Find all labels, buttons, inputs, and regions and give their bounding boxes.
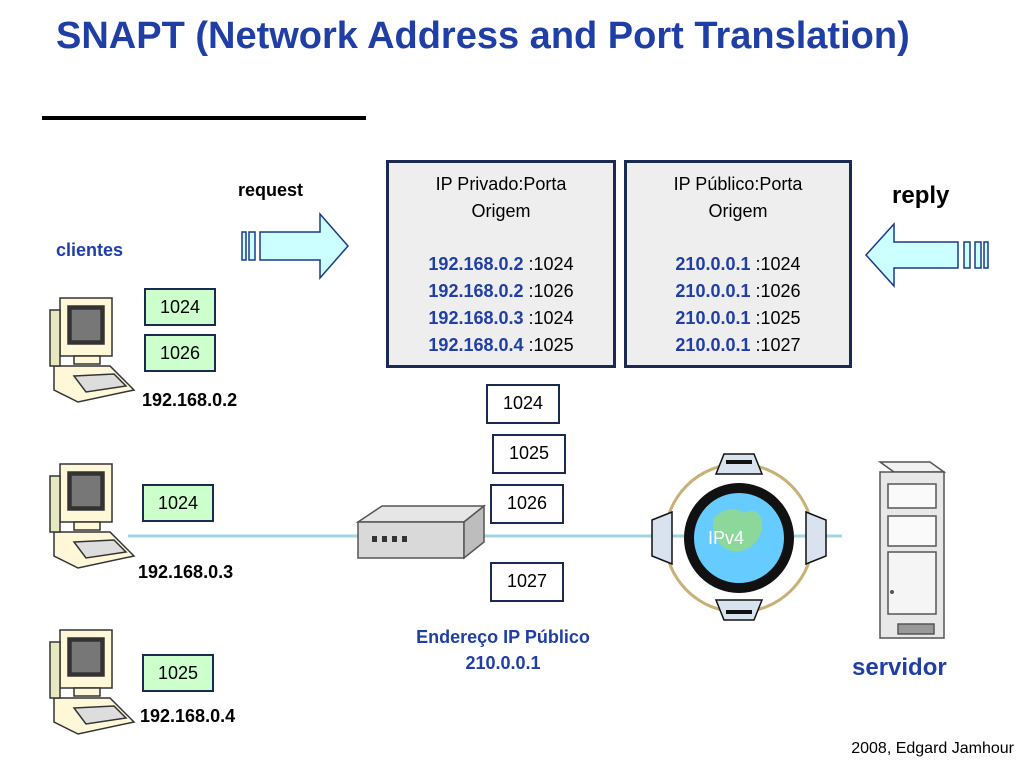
server-icon — [877, 461, 947, 639]
client-port-box: 1024 — [142, 484, 214, 522]
clients-label: clientes — [56, 240, 124, 260]
footer-credit: 2008, Edgard Jamhour — [851, 740, 1014, 757]
page-title: SNAPT (Network Address and Port Translat… — [56, 15, 910, 57]
client-computer-icon — [49, 629, 136, 735]
private-table-row: 192.168.0.3 :1024 — [428, 308, 574, 328]
private-table-header-sub: Origem — [471, 201, 531, 221]
private-table-row: 192.168.0.2 :1026 — [428, 281, 574, 301]
client-computer-icon — [49, 463, 136, 569]
request-label: request — [238, 180, 304, 200]
reply-arrow-icon — [864, 222, 989, 288]
client-port-box: 1025 — [142, 654, 214, 692]
public-table-header-sub: Origem — [708, 201, 768, 221]
public-translation-table: IP Público:Porta Origem 210.0.0.1 :1024 … — [624, 160, 852, 368]
client-computer-icon — [49, 297, 136, 403]
client-port-box: 1026 — [144, 334, 216, 372]
public-table-row: 210.0.0.1 :1025 — [675, 308, 801, 328]
client-port-box: 1024 — [144, 288, 216, 326]
public-table-row: 210.0.0.1 :1027 — [675, 335, 801, 355]
request-arrow-icon — [241, 212, 349, 280]
client-ip-label: 192.168.0.3 — [138, 562, 234, 582]
public-port-box: 1027 — [490, 562, 564, 602]
title-underline — [42, 116, 366, 120]
public-address-label: Endereço IP Público 210.0.0.1 — [416, 627, 590, 673]
nat-router-icon — [355, 504, 487, 560]
public-port-box: 1025 — [492, 434, 566, 474]
internet-ipv4-icon — [651, 453, 827, 621]
client-ip-label: 192.168.0.2 — [142, 390, 238, 410]
client-ip-label: 192.168.0.4 — [140, 706, 236, 726]
private-table-row: 192.168.0.4 :1025 — [428, 335, 574, 355]
public-port-box: 1026 — [490, 484, 564, 524]
private-translation-table: IP Privado:Porta Origem 192.168.0.2 :102… — [386, 160, 616, 368]
server-label: servidor — [852, 654, 947, 681]
reply-label: reply — [892, 182, 950, 209]
private-table-header: IP Privado:Porta — [435, 174, 567, 194]
public-table-header: IP Público:Porta — [673, 174, 803, 194]
internet-label: IPv4 — [708, 528, 745, 548]
private-table-row: 192.168.0.2 :1024 — [428, 254, 574, 274]
public-port-box: 1024 — [486, 384, 560, 424]
public-table-row: 210.0.0.1 :1026 — [675, 281, 801, 301]
public-table-row: 210.0.0.1 :1024 — [675, 254, 801, 274]
